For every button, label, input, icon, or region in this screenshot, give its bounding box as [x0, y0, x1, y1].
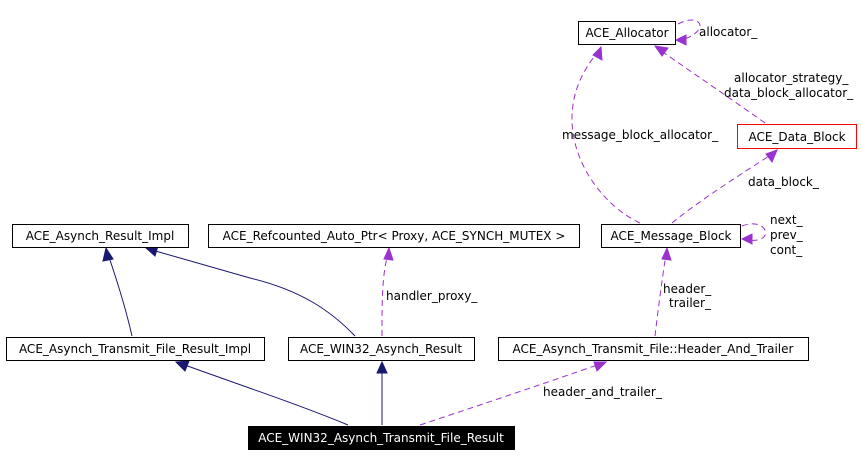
edge-allocator-self [674, 19, 701, 46]
node-ace-refcounted-auto-ptr[interactable]: ACE_Refcounted_Auto_Ptr< Proxy, ACE_SYNC… [208, 224, 580, 248]
edge-label-header-and-trailer: header_and_trailer_ [543, 385, 663, 399]
node-ace-data-block[interactable]: ACE_Data_Block [737, 124, 857, 149]
edge-label-prev: prev_ [770, 228, 804, 242]
node-ace-asynch-result-impl[interactable]: ACE_Asynch_Result_Impl [12, 224, 189, 248]
edge-label-cont: cont_ [770, 243, 803, 257]
node-ace-message-block[interactable]: ACE_Message_Block [601, 224, 741, 248]
node-label-ace-allocator: ACE_Allocator [585, 26, 668, 40]
node-ace-header-and-trailer[interactable]: ACE_Asynch_Transmit_File::Header_And_Tra… [498, 337, 809, 361]
node-ace-win32-asynch-result[interactable]: ACE_WIN32_Asynch_Result [288, 337, 475, 361]
edge-label-data-block: data_block_ [748, 175, 820, 189]
node-label-ace-data-block: ACE_Data_Block [748, 130, 845, 144]
edge-label-allocator: allocator_ [699, 25, 758, 39]
edge-win32-result-to-refcounted-ptr [381, 246, 394, 337]
node-label-ace-win32-asynch-result: ACE_WIN32_Asynch_Result [300, 342, 462, 356]
edge-message-block-self [740, 223, 766, 245]
edge-label-header: header_ [663, 282, 712, 296]
node-label-ace-message-block: ACE_Message_Block [610, 229, 731, 243]
edge-label-next: next_ [770, 213, 804, 227]
edge-label-allocator-strategy: allocator_strategy_ [734, 71, 849, 85]
node-label-ace-asynch-transmit-file-result-impl: ACE_Asynch_Transmit_File_Result_Impl [19, 342, 251, 356]
node-label-ace-refcounted-auto-ptr: ACE_Refcounted_Auto_Ptr< Proxy, ACE_SYNC… [223, 229, 566, 243]
edge-focus-inherits-transmit-impl [174, 360, 349, 426]
edge-label-trailer: trailer_ [669, 296, 712, 310]
edge-message-block-to-data-block [671, 149, 778, 224]
node-ace-asynch-transmit-file-result-impl[interactable]: ACE_Asynch_Transmit_File_Result_Impl [6, 337, 265, 361]
edge-transmit-impl-inherits-result-impl [102, 246, 133, 337]
edge-label-handler-proxy: handler_proxy_ [386, 289, 478, 303]
node-label-ace-win32-asynch-transmit-file-result: ACE_WIN32_Asynch_Transmit_File_Result [258, 431, 504, 445]
node-ace-win32-asynch-transmit-file-result[interactable]: ACE_WIN32_Asynch_Transmit_File_Result [248, 426, 515, 450]
edge-focus-to-header-trailer [419, 361, 608, 426]
edge-label-message-block-allocator: message_block_allocator_ [562, 128, 719, 142]
edge-focus-inherits-win32-result [376, 360, 388, 425]
edge-label-data-block-allocator: data_block_allocator_ [724, 86, 854, 100]
node-label-ace-asynch-result-impl: ACE_Asynch_Result_Impl [26, 229, 175, 243]
node-label-ace-header-and-trailer: ACE_Asynch_Transmit_File::Header_And_Tra… [513, 342, 794, 356]
edge-header-trailer-to-message-block [654, 246, 672, 337]
node-ace-allocator[interactable]: ACE_Allocator [578, 21, 676, 45]
edge-message-block-to-allocator [571, 45, 641, 224]
edge-data-block-to-allocator [653, 45, 766, 124]
edge-win32-result-inherits-result-impl [144, 245, 356, 337]
